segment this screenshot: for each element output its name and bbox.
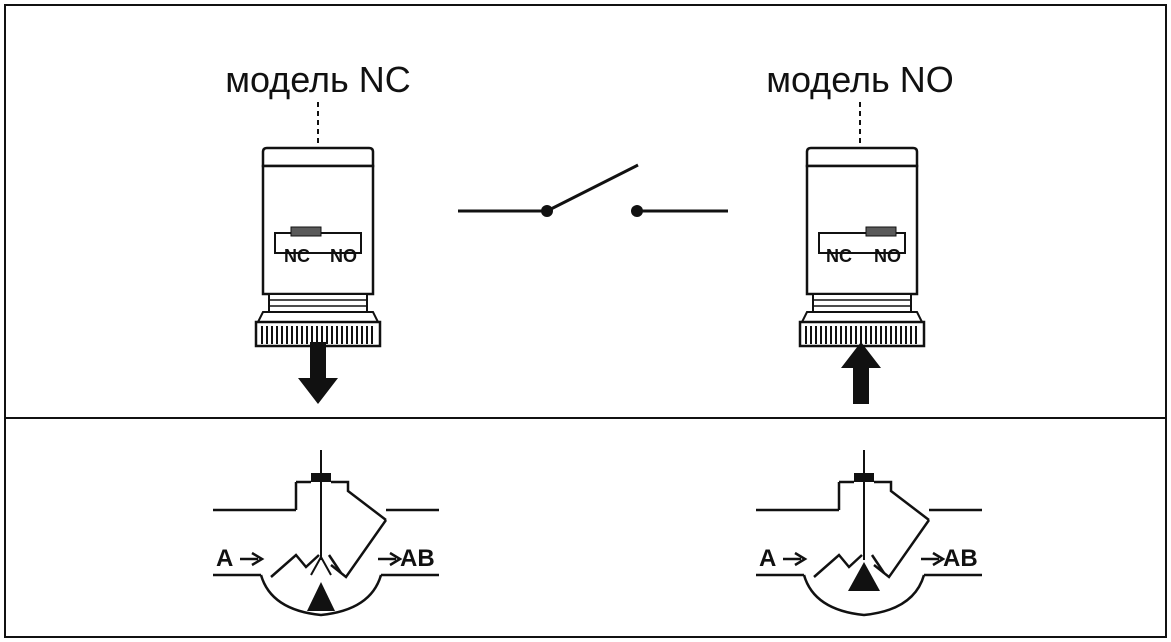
no-up-arrow-icon [841,342,881,404]
no-valve-plug [848,562,880,591]
no-switch-label-nc: NC [826,246,852,266]
outer-frame [4,4,1167,638]
nc-switch-label-no: NO [330,246,357,266]
no-actuator [798,146,926,348]
nc-model-group: модель NC NC NO [225,59,411,404]
nc-valve-seat-arrow-icon [310,554,332,576]
no-model-label: модель NO [766,59,954,100]
nc-port-a-label: A [216,545,233,572]
nc-switch-slider [290,226,322,237]
no-port-ab-label: AB [943,545,978,572]
nc-actuator [254,146,382,348]
no-port-a-label: A [759,545,776,572]
no-model-group: модель NO NC NO [766,59,954,404]
nc-model-label: модель NC [225,59,411,100]
nc-valve-plug [307,582,335,611]
no-inlet-arrow-icon [783,551,808,567]
nc-switch-label-nc: NC [284,246,310,266]
no-valve [754,448,984,617]
nc-valve [211,448,441,617]
no-switch-slider [865,226,897,237]
nc-inlet-arrow-icon [240,551,265,567]
nc-port-ab-label: AB [400,545,435,572]
nc-outlet-arrow-icon [378,551,403,567]
no-outlet-arrow-icon [921,551,946,567]
no-switch-label-no: NO [874,246,901,266]
switch-symbol [458,163,728,217]
nc-down-arrow-icon [298,342,338,404]
